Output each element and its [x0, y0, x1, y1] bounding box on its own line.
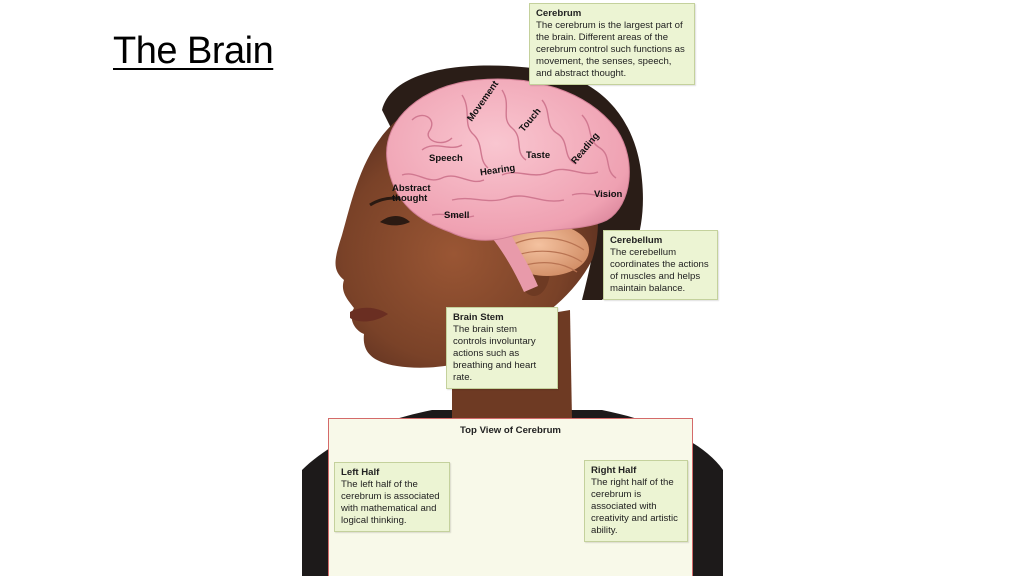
- callout-cerebrum: Cerebrum The cerebrum is the largest par…: [529, 3, 695, 85]
- callout-brain-stem-body: The brain stem controls involuntary acti…: [453, 324, 537, 383]
- callout-brain-stem: Brain Stem The brain stem controls invol…: [446, 307, 558, 389]
- lips: [350, 307, 388, 322]
- callout-cerebrum-title: Cerebrum: [536, 8, 582, 19]
- callout-cerebellum-body: The cerebellum coordinates the actions o…: [610, 247, 709, 294]
- callout-right-half: Right Half The right half of the cerebru…: [584, 460, 688, 542]
- top-view-title: Top View of Cerebrum: [460, 425, 561, 436]
- callout-left-half: Left Half The left half of the cerebrum …: [334, 462, 450, 532]
- region-label-taste: Taste: [526, 150, 551, 161]
- callout-cerebellum-title: Cerebellum: [610, 235, 663, 246]
- brain-folds: [401, 89, 617, 218]
- callout-brain-stem-title: Brain Stem: [453, 312, 504, 323]
- callout-right-half-title: Right Half: [591, 465, 637, 476]
- callout-right-half-body: The right half of the cerebrum is associ…: [591, 477, 678, 536]
- slide-title: The Brain: [113, 30, 274, 72]
- cerebrum: [386, 78, 630, 241]
- callout-cerebrum-body: The cerebrum is the largest part of the …: [536, 20, 685, 79]
- brain-stem: [492, 232, 538, 292]
- region-label-vision: Vision: [594, 189, 623, 200]
- eye: [380, 216, 410, 226]
- region-label-abstract-thought: Abstract thought: [392, 183, 431, 204]
- callout-cerebellum: Cerebellum The cerebellum coordinates th…: [603, 230, 718, 300]
- callout-left-half-body: The left half of the cerebrum is associa…: [341, 479, 440, 526]
- callout-left-half-title: Left Half: [341, 467, 380, 478]
- region-label-speech: Speech: [429, 153, 463, 164]
- region-label-smell: Smell: [444, 210, 470, 221]
